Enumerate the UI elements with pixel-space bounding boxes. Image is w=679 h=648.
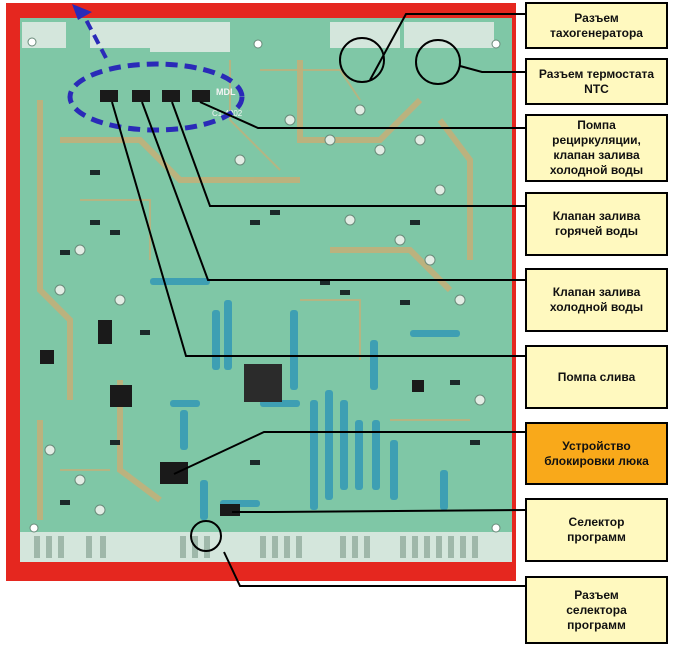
label-selector-connector: Разъем селектора программ [525, 576, 668, 644]
callout-line-tacho [369, 13, 525, 81]
ntc-connector-circle [415, 39, 461, 85]
label-ntc-text: Разъем термостата NTC [538, 66, 655, 96]
label-ntc-connector: Разъем термостата NTC [525, 58, 668, 105]
selector-connector-circle [190, 520, 222, 552]
label-recirc-pump: Помпа рециркуляции, клапан залива холодн… [525, 114, 668, 182]
callout-line-drain [111, 101, 525, 357]
highlight-arrowhead [72, 4, 92, 20]
tacho-connector-circle [339, 37, 385, 83]
label-recirc-text: Помпа рециркуляции, клапан залива холодн… [549, 118, 644, 177]
regulator-left [110, 385, 132, 407]
callout-line-selector [232, 509, 526, 513]
label-cold-valve: Клапан залива холодной воды [525, 268, 668, 332]
relay-left [40, 350, 54, 364]
triac-row [100, 90, 210, 102]
label-hot-valve: Клапан залива горячей воды [525, 192, 668, 256]
mounting-holes [27, 37, 501, 533]
power-component [98, 320, 112, 344]
label-drain-pump: Помпа слива [525, 345, 668, 409]
small-ic [412, 380, 424, 392]
callout-line-recirc [199, 101, 525, 129]
triac-highlight-ellipse [67, 61, 245, 133]
selector-chip [220, 504, 240, 516]
callout-line-ntc [459, 65, 525, 73]
label-tacho-connector: Разъем тахогенератора [525, 2, 668, 49]
callout-line-door-lock [173, 431, 525, 475]
label-selector-conn-text: Разъем селектора программ [566, 587, 627, 632]
pcb-substrate [20, 18, 512, 560]
callout-line-selector-conn [223, 551, 525, 587]
label-drain-text: Помпа слива [557, 369, 636, 384]
highlight-arrow-line [80, 11, 108, 59]
label-door-lock: Устройство блокировки люка [525, 422, 668, 485]
label-selector-text: Селектор программ [567, 515, 626, 544]
copper-traces [37, 60, 473, 520]
silkscreen-brand: MDL [216, 87, 236, 97]
label-hot-valve-text: Клапан залива горячей воды [552, 209, 641, 238]
smd-components [60, 170, 480, 505]
callout-line-hot-valve [171, 101, 525, 207]
label-program-selector: Селектор программ [525, 498, 668, 562]
callout-lines [111, 13, 526, 587]
label-cold-valve-text: Клапан залива холодной воды [549, 285, 644, 314]
microcontroller-chip [244, 364, 282, 402]
label-door-lock-text: Устройство блокировки люка [544, 438, 649, 468]
solder-pads [44, 104, 486, 516]
callout-line-cold-valve [141, 101, 525, 281]
label-tacho-text: Разъем тахогенератора [550, 10, 643, 40]
blue-component-bars [150, 278, 460, 520]
